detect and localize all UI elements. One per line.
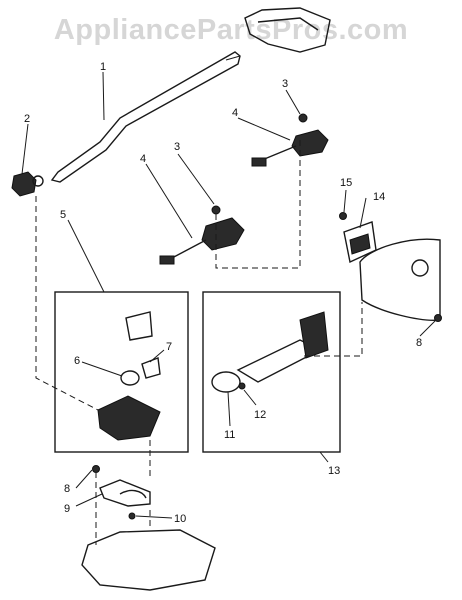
screw-icon bbox=[238, 382, 246, 390]
callout-3: 3 bbox=[282, 78, 288, 90]
burner-tube bbox=[211, 311, 329, 393]
callout-8: 8 bbox=[416, 337, 422, 349]
duct-fragment-top bbox=[244, 7, 331, 53]
callout-12: 12 bbox=[254, 409, 266, 421]
screw-icon bbox=[211, 205, 221, 215]
mounting-bracket bbox=[99, 479, 151, 507]
gas-supply-tube bbox=[50, 51, 241, 183]
screw-icon bbox=[128, 512, 136, 520]
screw-icon bbox=[92, 465, 100, 473]
valve-assembly-frame bbox=[54, 291, 189, 453]
callout-3: 3 bbox=[174, 141, 180, 153]
callout-1: 1 bbox=[100, 61, 106, 73]
gas-valve-body bbox=[97, 311, 161, 441]
callout-15: 15 bbox=[340, 177, 352, 189]
screw-icon bbox=[298, 113, 308, 123]
callout-6: 6 bbox=[74, 355, 80, 367]
callout-7: 7 bbox=[166, 341, 172, 353]
callout-14: 14 bbox=[373, 191, 385, 203]
callout-13: 13 bbox=[328, 465, 340, 477]
callout-4: 4 bbox=[140, 153, 146, 165]
callout-8: 8 bbox=[64, 483, 70, 495]
watermark-text: AppliancePartsPros.com bbox=[53, 14, 409, 46]
valve-coil-upper bbox=[251, 129, 329, 167]
callout-2: 2 bbox=[24, 113, 30, 125]
callout-10: 10 bbox=[174, 513, 186, 525]
callout-11: 11 bbox=[224, 429, 235, 441]
tube-fitting bbox=[11, 171, 44, 197]
callout-9: 9 bbox=[64, 503, 70, 515]
callout-4: 4 bbox=[232, 107, 238, 119]
callout-5: 5 bbox=[60, 209, 66, 221]
valve-coil-lower bbox=[159, 217, 245, 265]
screw-icon bbox=[339, 212, 347, 220]
screw-icon bbox=[434, 314, 442, 322]
burner-assembly-frame bbox=[202, 291, 341, 453]
duct-fragment-bottom bbox=[81, 529, 216, 591]
